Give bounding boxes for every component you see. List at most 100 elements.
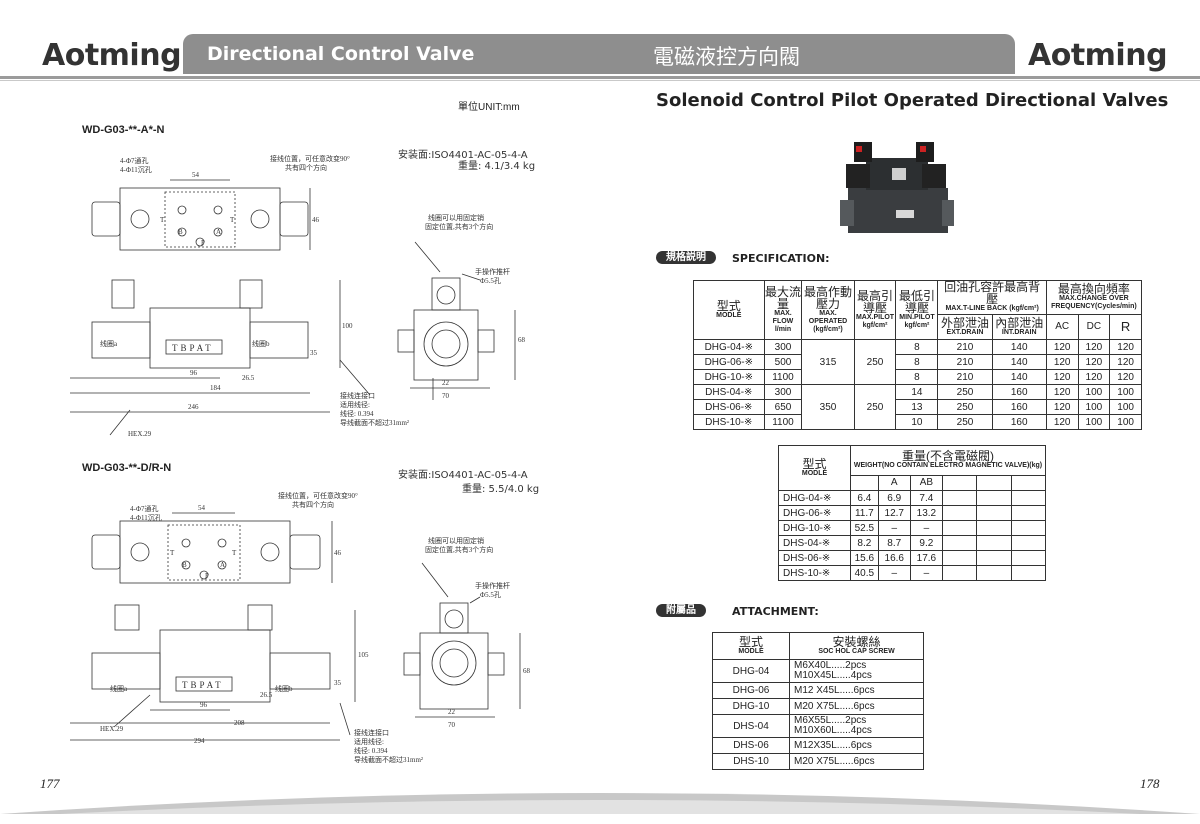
spec-tag: 規格説明 <box>656 251 716 264</box>
unit-label: 單位UNIT:mm <box>458 102 520 113</box>
note-holes1-2: 4-Φ7通孔 <box>130 504 158 513</box>
product-photo-svg <box>840 142 954 233</box>
port-t-4: T <box>232 549 237 557</box>
dim-26-2: 26.5 <box>260 691 273 699</box>
dim-100: 100 <box>342 322 353 330</box>
dim-246: 246 <box>188 403 199 411</box>
note-holes1: 4-Φ7通孔 <box>120 156 148 165</box>
dim-46: 46 <box>312 216 320 224</box>
hex-label: HEX.29 <box>128 430 152 438</box>
page-number-left: 177 <box>40 776 60 791</box>
spec-th-ac: AC <box>1045 313 1079 341</box>
dim-22-2: 22 <box>448 708 456 716</box>
dim-68: 68 <box>518 336 526 344</box>
note-holes2: 4-Φ11沉孔 <box>120 166 152 174</box>
note-wire-dia: 线径: 0.394 <box>340 409 374 418</box>
spec-th-dc: DC <box>1077 313 1111 341</box>
note-wire-dia-2: 线径: 0.394 <box>354 746 388 755</box>
right-page-title: Solenoid Control Pilot Operated Directio… <box>656 90 1169 111</box>
banner-title-en: Directional Control Valve <box>207 43 475 65</box>
model-title-2: WD-G03-**-D/R-N <box>82 462 172 474</box>
product-photo <box>836 128 956 243</box>
footer-swoosh <box>0 784 1200 824</box>
note-manual2: Φ5.5孔 <box>480 277 501 285</box>
coil-a-label: 线圈a <box>100 339 118 348</box>
dim-22: 22 <box>442 379 450 387</box>
dim-294: 294 <box>194 737 205 745</box>
valve-drawing-1-svg: 4-Φ7通孔 4-Φ11沉孔 接线位置，可任意改变90° 共有四个方向 54 4… <box>70 154 526 438</box>
valve-drawing-2-svg: 4-Φ7通孔 4-Φ11沉孔 接线位置，可任意改变90° 共有四个方向 54 4… <box>70 491 531 764</box>
note-wire-fit: 适用线径: <box>340 400 370 409</box>
dim-208: 208 <box>234 719 245 727</box>
dim-70: 70 <box>442 392 450 400</box>
attachment-heading: ATTACHMENT: <box>732 605 819 618</box>
port-a: A <box>216 228 221 236</box>
spec-heading: SPECIFICATION: <box>732 252 830 265</box>
note-coil-fix: 线圈可以用固定销 <box>428 213 484 222</box>
header-rule-thin <box>0 80 1200 81</box>
note-wire-area: 导线截面不超过31mm² <box>340 418 409 427</box>
note-wire-port: 接线连接口 <box>340 391 375 400</box>
banner-title-cn: 電磁液控方向閥 <box>653 45 800 69</box>
note-holes2-2: 4-Φ11沉孔 <box>130 514 162 522</box>
dim-54-2: 54 <box>198 504 206 512</box>
spec-th-r: R <box>1109 313 1142 341</box>
dim-35: 35 <box>310 349 318 357</box>
coil-b-label-2: 线圈b <box>275 684 293 693</box>
note-wire-fit-2: 适用线径: <box>354 737 384 746</box>
note-wire-change2: 共有四个方向 <box>285 163 327 172</box>
weight-row: DHS-10-※40.5–– <box>778 565 1047 581</box>
note-wire-change: 接线位置，可任意改变90° <box>270 154 350 163</box>
dim-46-2: 46 <box>334 549 342 557</box>
note-manual: 手操作推杆 <box>475 267 510 276</box>
model-title-1: WD-G03-**-A*-N <box>82 124 165 136</box>
weight-spec-1: 重量: 4.1/3.4 kg <box>458 161 536 172</box>
note-wire-change2-2: 共有四个方向 <box>292 500 334 509</box>
port-p-2: P <box>205 572 209 580</box>
port-t-3: T <box>170 549 175 557</box>
dim-54: 54 <box>192 171 200 179</box>
mount-spec-1: 安装面:ISO4401-AC-05-4-A <box>398 150 528 161</box>
weight-spec-2: 重量: 5.5/4.0 kg <box>462 484 540 495</box>
dim-96-2: 96 <box>200 701 208 709</box>
weight-th-weight: 重量(不含電磁閥)WEIGHT(NO CONTAIN ELECTRO MAGNE… <box>850 445 1046 476</box>
mount-spec-2: 安装面:ISO4401-AC-05-4-A <box>398 470 528 481</box>
weight-row: DHG-10-※52.5–– <box>778 520 1047 536</box>
weight-th-ab: AB <box>909 474 943 492</box>
attachment-tag: 附屬品 <box>656 604 706 617</box>
note-manual-2: 手操作推杆 <box>475 581 510 590</box>
note-wire-change-2: 接线位置，可任意改变90° <box>278 491 358 500</box>
dim-35-2: 35 <box>334 679 342 687</box>
page-number-right: 178 <box>1140 776 1160 791</box>
dim-70-2: 70 <box>448 721 456 729</box>
port-b-2: B <box>182 561 187 569</box>
dim-184: 184 <box>210 384 221 392</box>
valve-drawing-1: 4-Φ7通孔 4-Φ11沉孔 接线位置，可任意改变90° 共有四个方向 54 4… <box>70 150 550 450</box>
note-wire-port-2: 接线连接口 <box>354 728 389 737</box>
